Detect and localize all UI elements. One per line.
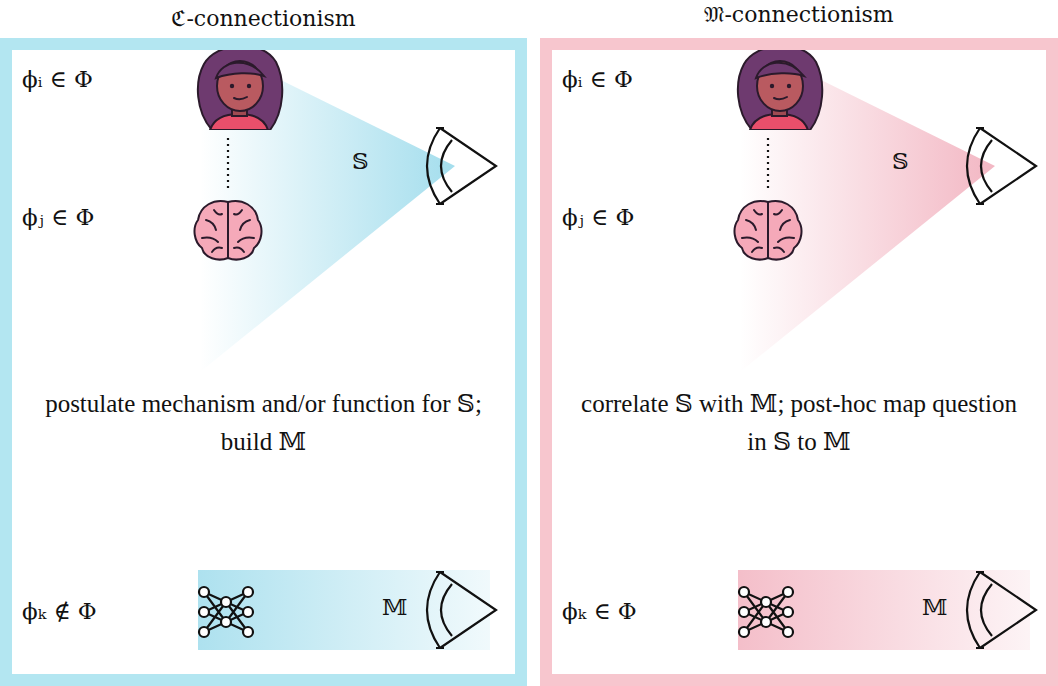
network-icon bbox=[199, 587, 253, 637]
eye-icon bbox=[427, 572, 496, 648]
math-label: ϕⱼ ∈ Φ bbox=[22, 204, 94, 230]
eye-icon bbox=[967, 128, 1036, 204]
panel-heading: ℭ-connectionism bbox=[0, 2, 527, 32]
brain-icon bbox=[195, 201, 262, 260]
math-label: ϕₖ ∉ Φ bbox=[22, 598, 97, 624]
panel-heading: 𝔐-connectionism bbox=[540, 2, 1058, 27]
ellipsis-dots bbox=[227, 138, 229, 190]
person-icon bbox=[738, 46, 822, 130]
panel-description: correlate 𝕊 with 𝕄; post-hoc map questio… bbox=[570, 385, 1028, 461]
brain-icon bbox=[735, 201, 802, 260]
right-illustration bbox=[735, 40, 1036, 650]
math-label: ϕᵢ ∈ Φ bbox=[22, 66, 93, 92]
math-label: ϕᵢ ∈ Φ bbox=[562, 66, 633, 92]
panel: ℭ-connectionism postulate mechanism and/o… bbox=[0, 0, 527, 686]
math-label: 𝕄 bbox=[922, 594, 947, 620]
eye-icon bbox=[967, 572, 1036, 648]
panel: 𝔐-connectionism correlate 𝕊 with 𝕄; post-… bbox=[540, 0, 1058, 686]
panel-description: postulate mechanism and/or function for … bbox=[30, 385, 497, 461]
math-label: 𝕊 bbox=[892, 148, 909, 174]
network-icon bbox=[739, 587, 793, 637]
person-icon bbox=[198, 46, 282, 130]
ellipsis-dots bbox=[767, 138, 769, 190]
math-label: ϕₖ ∈ Φ bbox=[562, 598, 637, 624]
math-label: 𝕄 bbox=[382, 594, 407, 620]
math-label: ϕⱼ ∈ Φ bbox=[562, 204, 634, 230]
panel-frame bbox=[0, 38, 527, 686]
eye-icon bbox=[427, 128, 496, 204]
view-bar bbox=[198, 570, 490, 650]
left-illustration bbox=[195, 40, 496, 650]
panel-frame bbox=[540, 38, 1058, 686]
view-bar bbox=[738, 570, 1030, 650]
math-label: 𝕊 bbox=[352, 148, 369, 174]
